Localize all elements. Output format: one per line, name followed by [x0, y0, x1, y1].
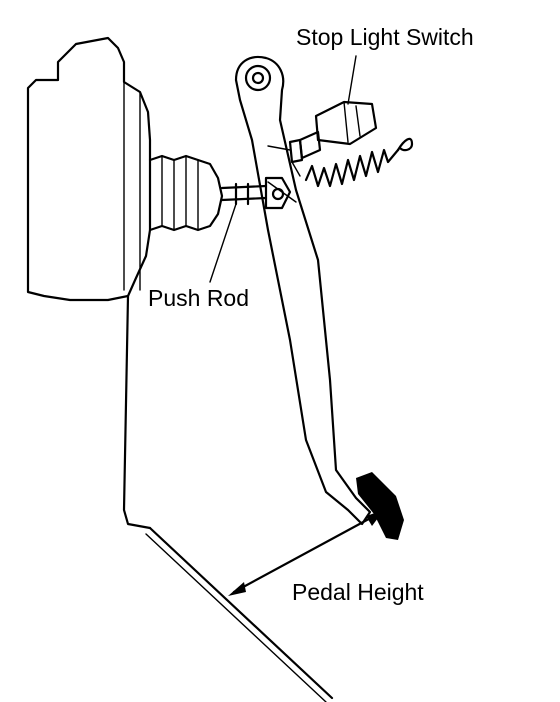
- pedal-height-dimension: [228, 510, 384, 596]
- brake-pedal-arm: [234, 55, 372, 526]
- pedal-pad: [356, 472, 404, 540]
- pedal-height-label: Pedal Height: [292, 579, 424, 605]
- stop-light-switch: [267, 100, 378, 177]
- brake-booster: [26, 36, 152, 302]
- stop-light-switch-label: Stop Light Switch: [296, 24, 474, 50]
- push-rod-label: Push Rod: [148, 285, 249, 311]
- floor-panel: [122, 294, 334, 702]
- push-rod-boot: [148, 154, 224, 232]
- leader-lines: [209, 55, 357, 283]
- return-spring: [304, 137, 414, 188]
- push-rod: [220, 176, 297, 210]
